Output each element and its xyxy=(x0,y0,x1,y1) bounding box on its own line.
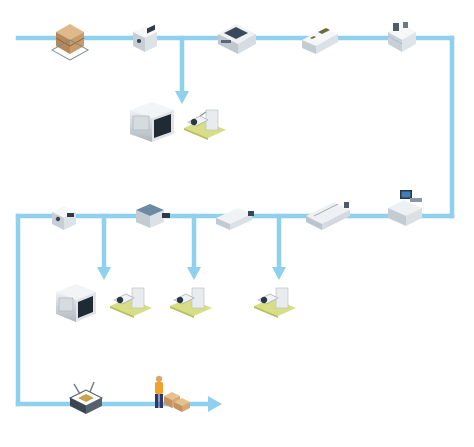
pcb-inspection-station-icon xyxy=(184,109,226,140)
worker-with-boxes-icon xyxy=(155,375,190,412)
output-arrow-icon xyxy=(208,396,222,412)
storage-cabinet-icon xyxy=(130,102,174,142)
buffer-conveyor-icon xyxy=(136,204,170,228)
pcb-inspection-station-icon xyxy=(110,287,152,318)
aoi-workstation-icon xyxy=(388,190,422,226)
branch-arrow-2-icon xyxy=(97,267,111,280)
branch-arrow-3-icon xyxy=(187,267,201,280)
spi-inspection-icon xyxy=(302,28,338,54)
branch-arrow-4-icon xyxy=(272,267,286,280)
branch-arrow-1-icon xyxy=(175,91,189,104)
pcb-inspection-station-icon xyxy=(254,287,296,318)
label-printer-icon xyxy=(52,206,76,230)
reflow-oven-icon xyxy=(306,202,350,230)
storage-cabinet-icon xyxy=(56,284,96,322)
screen-printer-icon xyxy=(218,24,256,54)
pcb-inspection-station-icon xyxy=(170,287,212,318)
pick-and-place-icon xyxy=(387,22,416,52)
unloader-station-icon xyxy=(68,381,104,414)
pallet-loader-icon xyxy=(50,24,90,61)
label-printer-icon xyxy=(133,24,157,52)
conveyor-module-icon xyxy=(216,208,254,230)
